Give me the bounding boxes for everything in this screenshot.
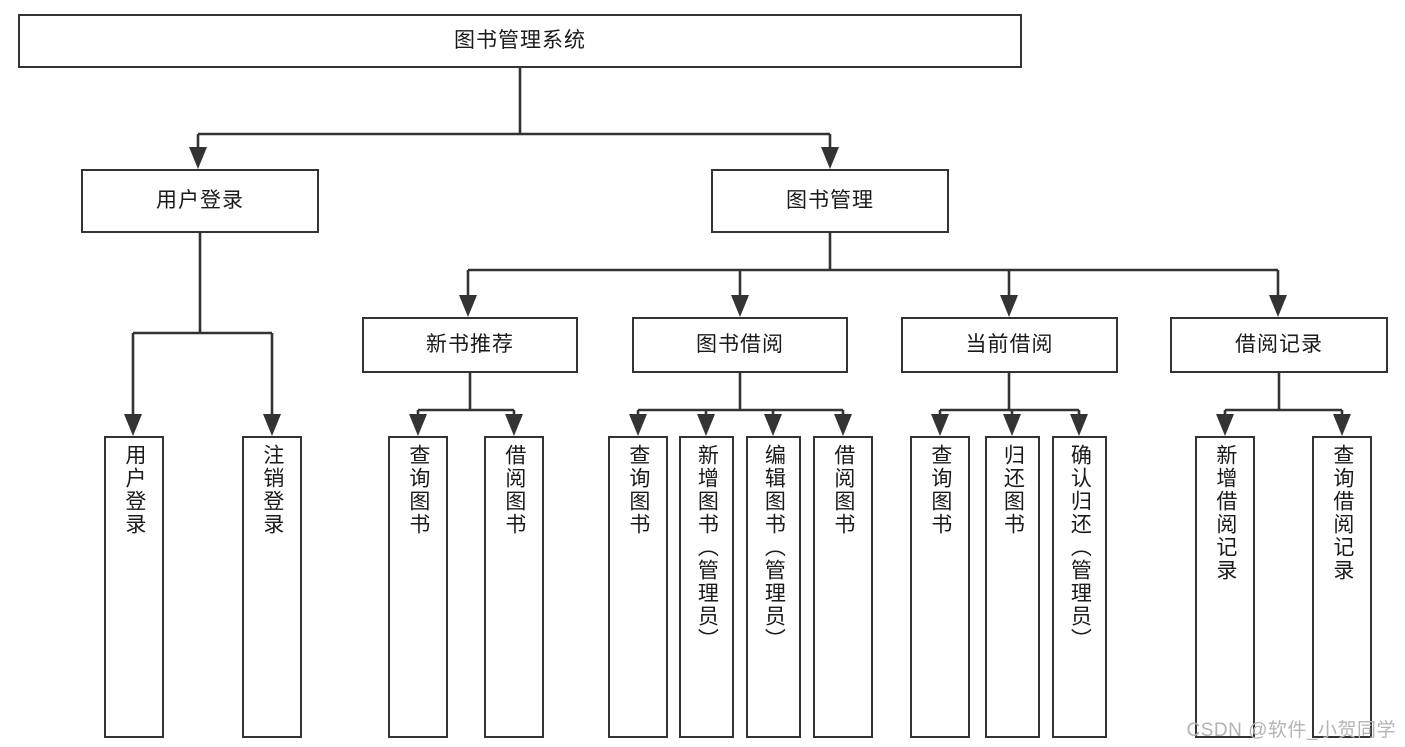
csdn-watermark: CSDN @软件_小贺同学 [1186,720,1396,741]
leaf-node-box[interactable]: 查询图书 [608,436,668,738]
leaf-node-box[interactable]: 新增图书（管理员） [679,436,734,738]
leaf-node-label: 查询图书 [928,444,952,536]
level3-node-label: 当前借阅 [965,333,1054,357]
leaf-node-label: 注销登录 [260,444,284,536]
arrowhead-icon [1333,414,1351,436]
leaf-node-box[interactable]: 用户登录 [104,436,164,738]
arrowhead-icon [764,414,782,436]
level2-node-label: 图书管理 [786,189,874,213]
arrowhead-icon [1216,414,1234,436]
arrowhead-icon [409,414,427,436]
arrowhead-icon [1269,295,1287,317]
leaf-node-box[interactable]: 编辑图书（管理员） [746,436,801,738]
level3-node-label: 新书推荐 [426,333,514,357]
level2-node-label: 用户登录 [156,189,244,213]
arrowhead-icon [263,414,281,436]
leaf-node-box[interactable]: 注销登录 [242,436,302,738]
leaf-node-label: 查询图书 [406,444,430,536]
level3-node-box[interactable]: 图书借阅 [632,317,848,373]
leaf-node-label: 编辑图书（管理员） [762,444,786,651]
leaf-node-box[interactable]: 归还图书 [985,436,1040,738]
arrowhead-icon [505,414,523,436]
leaf-node-label: 查询借阅记录 [1330,444,1354,582]
level3-node-label: 图书借阅 [696,333,784,357]
leaf-node-box[interactable]: 确认归还（管理员） [1052,436,1107,738]
root-node-label: 图书管理系统 [454,29,586,53]
arrowhead-icon [697,414,715,436]
arrowhead-icon [189,147,207,169]
leaf-node-label: 确认归还（管理员） [1068,444,1092,651]
arrowhead-icon [1003,414,1021,436]
leaf-node-label: 查询图书 [626,444,650,536]
leaf-node-label: 借阅图书 [831,444,855,536]
level3-node-box[interactable]: 当前借阅 [901,317,1118,373]
leaf-node-box[interactable]: 新增借阅记录 [1195,436,1255,738]
leaf-node-box[interactable]: 查询图书 [388,436,448,738]
leaf-node-box[interactable]: 借阅图书 [813,436,873,738]
arrowhead-icon [1070,414,1088,436]
leaf-node-label: 新增借阅记录 [1213,444,1237,582]
arrowhead-icon [124,414,142,436]
leaf-node-box[interactable]: 借阅图书 [484,436,544,738]
level3-node-box[interactable]: 新书推荐 [362,317,578,373]
arrowhead-icon [931,414,949,436]
level3-node-label: 借阅记录 [1235,333,1323,357]
leaf-node-box[interactable]: 查询图书 [910,436,970,738]
arrowhead-icon [834,414,852,436]
arrowhead-icon [459,295,477,317]
leaf-node-label: 新增图书（管理员） [695,444,719,651]
leaf-node-label: 借阅图书 [502,444,526,536]
root-node-box[interactable]: 图书管理系统 [18,14,1022,68]
arrowhead-icon [1000,295,1018,317]
arrowhead-icon [821,147,839,169]
level3-node-box[interactable]: 借阅记录 [1170,317,1388,373]
level2-node-box[interactable]: 图书管理 [711,169,949,233]
leaf-node-label: 用户登录 [122,444,146,536]
leaf-node-box[interactable]: 查询借阅记录 [1312,436,1372,738]
arrowhead-icon [731,295,749,317]
level2-node-box[interactable]: 用户登录 [81,169,319,233]
arrowhead-icon [629,414,647,436]
leaf-node-label: 归还图书 [1001,444,1025,536]
